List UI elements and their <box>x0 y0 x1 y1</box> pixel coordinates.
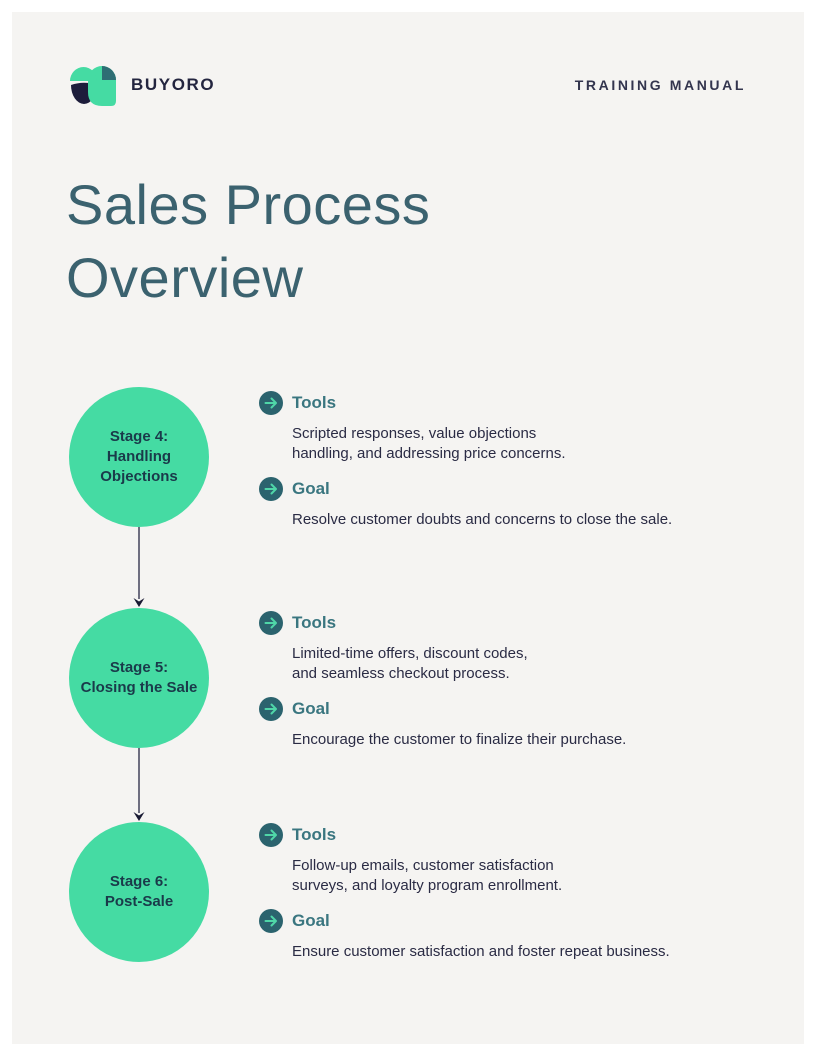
tools-label: Tools <box>292 393 337 412</box>
page-title: Sales Process Overview <box>66 168 430 314</box>
stage-5-tools-text: Limited-time offers, discount codes, and… <box>292 645 528 682</box>
buyoro-logo-icon <box>70 66 116 106</box>
arrow-down-icon <box>133 748 145 821</box>
stage-6-goal-text: Ensure customer satisfaction and foster … <box>292 943 670 960</box>
stage-6-goal-header: Goal <box>259 909 749 933</box>
goal-label: Goal <box>292 699 330 718</box>
stage-4-tools-text: Scripted responses, value objections han… <box>292 425 566 462</box>
arrow-right-icon <box>259 391 283 415</box>
goal-label: Goal <box>292 911 330 930</box>
stage-6-circle-label: Stage 6: Post-Sale <box>104 873 174 910</box>
arrow-right-icon <box>259 611 283 635</box>
stage-5-tools-header: Tools <box>259 611 749 635</box>
stage-6-info: Tools Follow-up emails, customer satisfa… <box>259 823 749 962</box>
stage-5-goal-text: Encourage the customer to finalize their… <box>292 731 627 748</box>
stage-6-tools-text: Follow-up emails, customer satisfaction … <box>292 857 563 894</box>
tools-label: Tools <box>292 613 337 632</box>
arrow-down-icon <box>133 527 145 607</box>
page-title-line2: Overview <box>66 246 304 309</box>
stage-5-info: Tools Limited-time offers, discount code… <box>259 611 749 750</box>
page-title-line1: Sales Process <box>66 173 431 236</box>
stage-5-circle: Stage 5: Closing the Sale <box>69 608 209 748</box>
brand-name: BUYORO <box>131 75 216 94</box>
arrow-right-icon <box>259 823 283 847</box>
stage-4-circle-label: Stage 4: Handling Objections <box>100 428 178 485</box>
arrow-right-icon <box>259 909 283 933</box>
stage-4-circle: Stage 4: Handling Objections <box>69 387 209 527</box>
stage-6-circle: Stage 6: Post-Sale <box>69 822 209 962</box>
arrow-right-icon <box>259 697 283 721</box>
stage-4-goal-text: Resolve customer doubts and concerns to … <box>292 511 673 528</box>
stage-4-tools-header: Tools <box>259 391 749 415</box>
brand: BUYORO <box>68 62 215 108</box>
tools-label: Tools <box>292 825 337 844</box>
arrow-right-icon <box>259 477 283 501</box>
stage-5-circle-label: Stage 5: Closing the Sale <box>80 659 198 696</box>
stage-5-goal-header: Goal <box>259 697 749 721</box>
stage-4-goal-header: Goal <box>259 477 749 501</box>
stage-4-info: Tools Scripted responses, value objectio… <box>259 391 749 530</box>
doc-label: TRAINING MANUAL <box>574 77 746 93</box>
stage-6-tools-header: Tools <box>259 823 749 847</box>
goal-label: Goal <box>292 479 330 498</box>
page-background: BUYORO TRAINING MANUAL Sales Process Ove… <box>12 12 804 1044</box>
